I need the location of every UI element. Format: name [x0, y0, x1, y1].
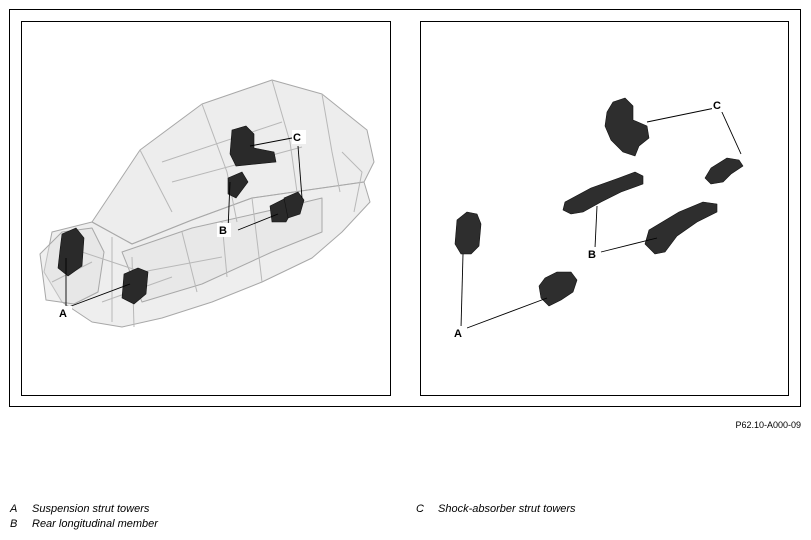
suspension-strut-tower-upper-part	[454, 211, 482, 255]
exploded-parts-illustration: C B A	[453, 97, 744, 340]
rear-longitudinal-member-left-part	[227, 171, 249, 199]
legend-letter: B	[10, 518, 18, 530]
callout-c: C	[293, 132, 301, 144]
suspension-strut-tower-lower-part	[538, 271, 578, 307]
shock-absorber-tower-lower-part	[704, 157, 744, 185]
legend-item-c: C Shock-absorber strut towers	[416, 502, 576, 517]
suspension-strut-tower-right-part	[121, 267, 149, 305]
legend-right-column: C Shock-absorber strut towers	[416, 502, 576, 517]
car-body-illustration: A B C	[39, 79, 375, 328]
leader-lines	[65, 137, 303, 309]
legend-text: Suspension strut towers	[32, 503, 150, 515]
callout-labels: A B C	[58, 130, 306, 320]
rear-longitudinal-member-upper-part	[562, 171, 644, 215]
exploded-callout-a: A	[454, 328, 462, 340]
diagram-frame	[9, 9, 801, 407]
callout-b: B	[219, 225, 227, 237]
legend-letter: A	[10, 503, 18, 515]
legend-left-column: A Suspension strut towers B Rear longitu…	[10, 502, 158, 532]
car-body-panel: A B C	[21, 21, 391, 396]
shock-absorber-tower-upper-part	[604, 97, 650, 157]
callout-a: A	[59, 308, 67, 320]
shock-absorber-tower-left-part	[229, 125, 277, 167]
legend-item-b: B Rear longitudinal member	[10, 517, 158, 532]
shock-absorber-tower-right-part	[283, 191, 305, 219]
rear-longitudinal-member-lower-part	[644, 201, 718, 255]
legend-letter: C	[416, 503, 424, 515]
figure-id: P62.10-A000-09	[735, 420, 801, 430]
legend-item-a: A Suspension strut towers	[10, 502, 158, 517]
suspension-strut-tower-left-part	[57, 227, 85, 277]
exploded-parts-panel: C B A	[420, 21, 789, 396]
exploded-leader-lines	[460, 107, 742, 329]
exploded-callout-labels: C B A	[453, 98, 726, 340]
exploded-callout-b: B	[588, 249, 596, 261]
legend-text: Shock-absorber strut towers	[438, 503, 576, 515]
exploded-callout-c: C	[713, 100, 721, 112]
legend-text: Rear longitudinal member	[32, 518, 158, 530]
highlighted-parts	[57, 125, 305, 305]
